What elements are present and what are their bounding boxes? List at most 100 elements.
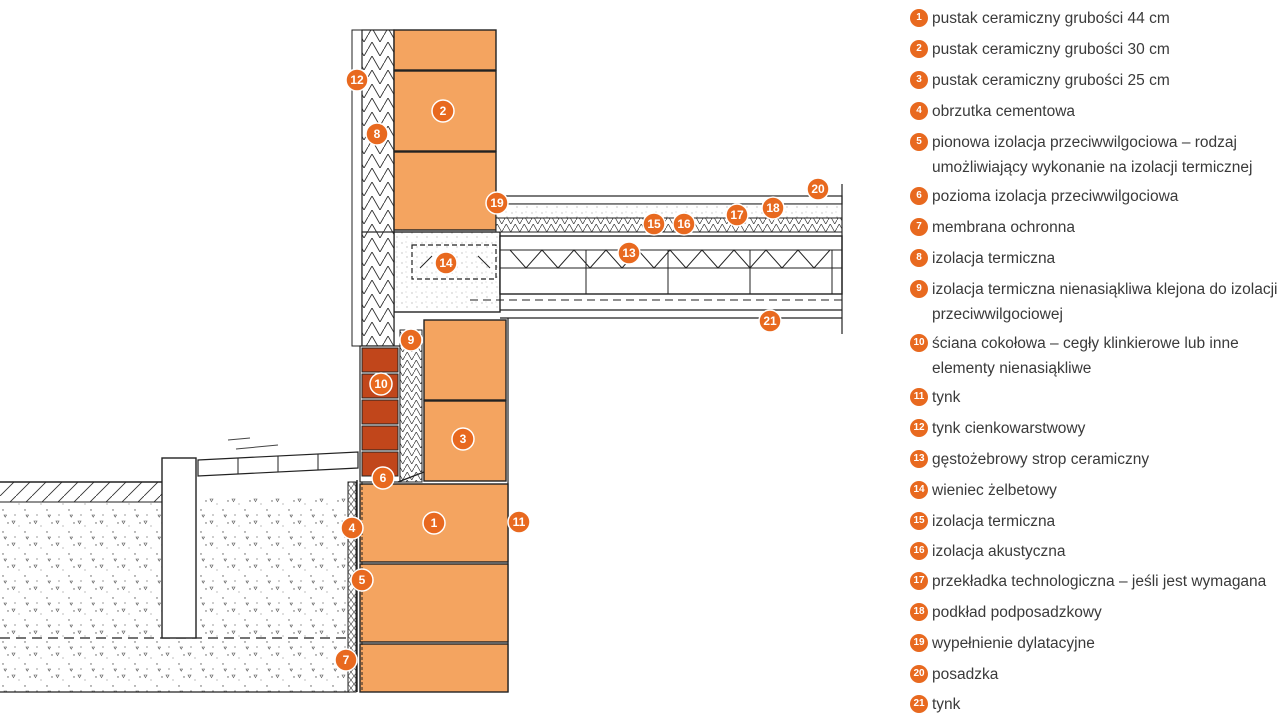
marker-9: 9	[399, 328, 423, 352]
marker-5: 5	[350, 568, 374, 592]
legend-marker: 19	[910, 634, 928, 652]
svg-text:17: 17	[730, 208, 744, 222]
svg-text:18: 18	[766, 201, 780, 215]
svg-text:1: 1	[431, 516, 438, 530]
marker-14: 14	[434, 251, 458, 275]
legend-text: membrana ochronna	[932, 219, 1076, 236]
legend-marker: 18	[910, 603, 928, 621]
legend-marker: 8	[910, 249, 928, 267]
legend-marker: 6	[910, 187, 928, 205]
svg-text:5: 5	[359, 573, 366, 587]
marker-19: 19	[485, 191, 509, 215]
legend-text: wieniec żelbetowy	[932, 482, 1057, 499]
legend-marker: 12	[910, 419, 928, 437]
marker-10: 10	[369, 372, 393, 396]
svg-text:14: 14	[439, 256, 453, 270]
marker-2: 2	[431, 99, 455, 123]
marker-12: 12	[345, 68, 369, 92]
svg-text:21: 21	[763, 314, 777, 328]
svg-text:11: 11	[513, 515, 526, 529]
legend-text: podkład podposadzkowy	[932, 604, 1102, 621]
svg-text:4: 4	[349, 521, 356, 535]
legend-marker: 17	[910, 572, 928, 590]
legend-text: elementy nienasiąkliwe	[932, 360, 1092, 377]
legend-marker: 21	[910, 695, 928, 713]
svg-text:2: 2	[440, 104, 447, 118]
marker-16: 16	[672, 212, 696, 236]
edging-post	[161, 457, 197, 639]
marker-20: 20	[806, 177, 830, 201]
section-drawing: 1 2 3 4 5 6 7 8 9 10 11 12 13 14 15 16 1…	[0, 29, 843, 693]
svg-text:20: 20	[811, 182, 825, 196]
legend-marker: 4	[910, 102, 928, 120]
marker-17: 17	[725, 203, 749, 227]
legend-text: posadzka	[932, 666, 999, 683]
legend-text: izolacja akustyczna	[932, 543, 1066, 560]
marker-15: 15	[642, 212, 666, 236]
svg-text:12: 12	[350, 73, 364, 87]
legend-marker: 1	[910, 9, 928, 27]
legend-text: przeciwwilgociowej	[932, 306, 1063, 323]
legend-marker: 7	[910, 218, 928, 236]
legend-text: obrzutka cementowa	[932, 103, 1076, 120]
legend-marker: 5	[910, 133, 928, 151]
svg-text:9: 9	[408, 333, 415, 347]
legend-text: tynk	[932, 389, 961, 406]
marker-11: 11	[507, 510, 531, 534]
legend-marker: 14	[910, 481, 928, 499]
svg-text:7: 7	[343, 653, 350, 667]
legend-marker: 20	[910, 665, 928, 683]
svg-text:6: 6	[380, 471, 387, 485]
legend-marker: 2	[910, 40, 928, 58]
marker-8: 8	[365, 122, 389, 146]
legend-marker: 9	[910, 280, 928, 298]
svg-text:10: 10	[374, 377, 388, 391]
floor-insulation	[495, 217, 843, 233]
svg-text:3: 3	[460, 432, 467, 446]
legend-marker: 13	[910, 450, 928, 468]
legend-text: tynk	[932, 696, 961, 713]
marker-7: 7	[334, 648, 358, 672]
svg-text:16: 16	[677, 217, 691, 231]
marker-3: 3	[451, 427, 475, 451]
legend-text: izolacja termiczna	[932, 513, 1056, 530]
rib-slab	[499, 235, 843, 295]
marker-4: 4	[340, 516, 364, 540]
legend-text: ściana cokołowa – cegły klinkierowe lub …	[932, 335, 1239, 352]
legend-text: izolacja termiczna	[932, 250, 1056, 267]
marker-1: 1	[422, 511, 446, 535]
legend-text: przekładka technologiczna – jeśli jest w…	[932, 573, 1267, 590]
svg-text:13: 13	[622, 246, 636, 260]
legend-text: pozioma izolacja przeciwwilgociowa	[932, 188, 1179, 205]
svg-text:19: 19	[490, 196, 504, 210]
floor-screed	[495, 203, 843, 219]
marker-18: 18	[761, 196, 785, 220]
svg-text:8: 8	[374, 127, 381, 141]
legend-marker: 11	[910, 388, 928, 406]
earth-hatch	[0, 482, 162, 502]
marker-13: 13	[617, 241, 641, 265]
legend-text: umożliwiający wykonanie na izolacji term…	[932, 159, 1253, 176]
legend-text: pustak ceramiczny grubości 30 cm	[932, 41, 1170, 58]
legend-marker: 16	[910, 542, 928, 560]
legend-text: pionowa izolacja przeciwwilgociowa – rod…	[932, 134, 1237, 151]
legend-marker: 3	[910, 71, 928, 89]
marker-21: 21	[758, 309, 782, 333]
